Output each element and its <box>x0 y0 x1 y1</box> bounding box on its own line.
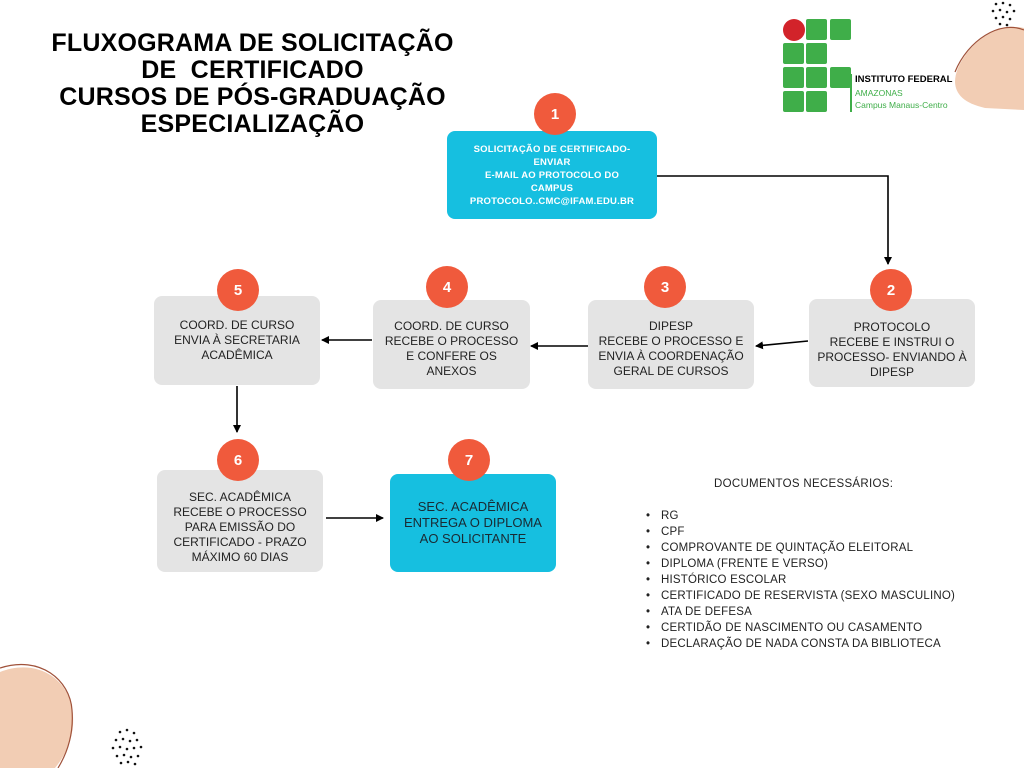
logo-square <box>806 67 827 88</box>
arrow-2-to-3 <box>755 340 809 350</box>
arrow-1-to-2 <box>657 175 892 265</box>
document-item: RG <box>646 508 955 524</box>
step-4-badge: 4 <box>426 266 468 308</box>
logo-text: INSTITUTO FEDERAL <box>855 74 953 85</box>
logo-square <box>806 91 827 112</box>
title-line: DE CERTIFICADO <box>141 56 364 84</box>
document-item: CERTIDÃO DE NASCIMENTO OU CASAMENTO <box>646 620 955 636</box>
step-1-box: SOLICITAÇÃO DE CERTIFICADO- ENVIAR E-MAI… <box>447 131 657 219</box>
logo-subtext: Campus Manaus-Centro <box>855 100 948 110</box>
logo-subtext: AMAZONAS <box>855 88 903 98</box>
logo-red-dot <box>783 19 805 41</box>
document-item: ATA DE DEFESA <box>646 604 955 620</box>
logo-square <box>806 19 827 40</box>
step-3-text: DIPESP RECEBE O PROCESSO E ENVIA À COORD… <box>598 318 744 378</box>
document-item: CPF <box>646 524 955 540</box>
title-line: CURSOS DE PÓS-GRADUAÇÃO <box>59 83 446 111</box>
step-6-box: SEC. ACADÊMICA RECEBE O PROCESSO PARA EM… <box>157 470 323 572</box>
document-item: CERTIFICADO DE RESERVISTA (SEXO MASCULIN… <box>646 588 955 604</box>
step-2-badge: 2 <box>870 269 912 311</box>
logo-square <box>783 43 804 64</box>
logo-square <box>830 67 851 88</box>
step-6-text: SEC. ACADÊMICA RECEBE O PROCESSO PARA EM… <box>173 489 307 564</box>
step-1-text: SOLICITAÇÃO DE CERTIFICADO- ENVIAR E-MAI… <box>469 143 635 207</box>
logo-square <box>830 19 851 40</box>
document-item: DIPLOMA (FRENTE E VERSO) <box>646 556 955 572</box>
title-line: ESPECIALIZAÇÃO <box>140 110 365 138</box>
document-item: HISTÓRICO ESCOLAR <box>646 572 955 588</box>
step-5-text: COORD. DE CURSO ENVIA À SECRETARIA ACADÊ… <box>174 318 300 362</box>
step-6-badge: 6 <box>217 439 259 481</box>
document-item: DECLARAÇÃO DE NADA CONSTA DA BIBLIOTECA <box>646 636 955 652</box>
logo-divider <box>850 74 852 112</box>
documents-heading: DOCUMENTOS NECESSÁRIOS: <box>714 478 894 490</box>
step-2-text: PROTOCOLO RECEBE E INSTRUI O PROCESSO- E… <box>817 320 967 379</box>
step-2-box: PROTOCOLO RECEBE E INSTRUI O PROCESSO- E… <box>809 299 975 387</box>
step-4-text: COORD. DE CURSO RECEBE O PROCESSO E CONF… <box>384 318 519 378</box>
document-item: COMPROVANTE DE QUINTAÇÃO ELEITORAL <box>646 540 955 556</box>
logo-square <box>783 91 804 112</box>
institution-logo: INSTITUTO FEDERAL AMAZONAS Campus Manaus… <box>782 18 972 118</box>
step-5-badge: 5 <box>217 269 259 311</box>
step-3-badge: 3 <box>644 266 686 308</box>
step-1-badge: 1 <box>534 93 576 135</box>
step-7-badge: 7 <box>448 439 490 481</box>
logo-square <box>783 67 804 88</box>
page-title: FLUXOGRAMA DE SOLICITAÇÃO DE CERTIFICADO… <box>30 30 475 138</box>
logo-square <box>806 43 827 64</box>
step-7-text: SEC. ACADÊMICA ENTREGA O DIPLOMA AO SOLI… <box>404 499 542 546</box>
documents-list: RG CPF COMPROVANTE DE QUINTAÇÃO ELEITORA… <box>646 508 955 652</box>
step-3-box: DIPESP RECEBE O PROCESSO E ENVIA À COORD… <box>588 300 754 389</box>
step-4-box: COORD. DE CURSO RECEBE O PROCESSO E CONF… <box>373 300 530 389</box>
title-line: FLUXOGRAMA DE SOLICITAÇÃO <box>51 29 454 57</box>
step-7-box: SEC. ACADÊMICA ENTREGA O DIPLOMA AO SOLI… <box>390 474 556 572</box>
